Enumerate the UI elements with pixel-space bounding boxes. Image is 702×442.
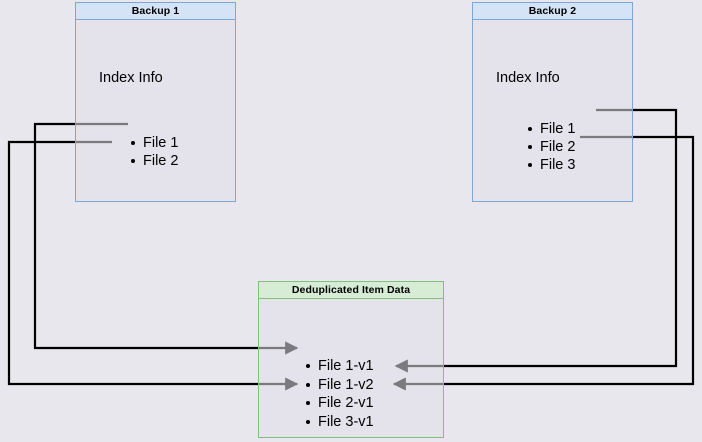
dedup-item-label: File 1-v2 <box>318 376 374 393</box>
file-label: File 1 <box>143 135 179 151</box>
bullet-icon <box>306 364 310 368</box>
list-item[interactable]: File 1-v2 <box>305 376 374 395</box>
backup-1-title: Backup 1 <box>75 2 236 20</box>
dedup-item-list: File 1-v1 File 1-v2 File 2-v1 File 3-v1 <box>305 357 374 431</box>
dedup-store-title: Deduplicated Item Data <box>258 281 444 299</box>
list-item[interactable]: File 2 <box>130 152 178 170</box>
bullet-icon <box>131 141 135 145</box>
bullet-icon <box>131 159 135 163</box>
backup-2-node[interactable]: Backup 2 Index Info File 1 File 2 File 3 <box>472 2 633 202</box>
dedup-item-label: File 2-v1 <box>318 395 374 411</box>
file-label: File 2 <box>540 139 576 155</box>
deduplicated-item-data-node[interactable]: Deduplicated Item Data File 1-v1 File 1-… <box>258 281 444 438</box>
dedup-item-label: File 1-v1 <box>318 358 374 374</box>
backup-1-file-list: File 1 File 2 <box>130 134 178 170</box>
backup-2-index-info-label: Index Info <box>496 70 560 86</box>
bullet-icon <box>306 401 310 405</box>
backup-1-node[interactable]: Backup 1 Index Info File 1 File 2 <box>75 2 236 202</box>
list-item[interactable]: File 1 <box>527 120 575 138</box>
dedup-item-label: File 3-v1 <box>318 413 374 430</box>
backup-2-file-list: File 1 File 2 File 3 <box>527 120 575 174</box>
list-item[interactable]: File 1-v1 <box>305 357 374 376</box>
backup-1-body: Index Info File 1 File 2 <box>75 20 236 202</box>
file-label: File 2 <box>143 153 179 169</box>
dedup-store-body: File 1-v1 File 1-v2 File 2-v1 File 3-v1 <box>258 299 444 438</box>
bullet-icon <box>306 419 310 424</box>
list-item[interactable]: File 3 <box>527 156 575 174</box>
file-label: File 3 <box>540 157 576 173</box>
bullet-icon <box>528 163 532 167</box>
file-label: File 1 <box>540 121 576 137</box>
backup-2-title: Backup 2 <box>472 2 633 20</box>
backup-1-index-info-label: Index Info <box>99 70 163 86</box>
bullet-icon <box>528 127 532 131</box>
list-item[interactable]: File 2-v1 <box>305 394 374 413</box>
list-item[interactable]: File 2 <box>527 138 575 156</box>
list-item[interactable]: File 3-v1 <box>305 413 374 432</box>
backup-2-body: Index Info File 1 File 2 File 3 <box>472 20 633 202</box>
bullet-icon <box>528 145 532 149</box>
bullet-icon <box>306 382 310 387</box>
list-item[interactable]: File 1 <box>130 134 178 152</box>
